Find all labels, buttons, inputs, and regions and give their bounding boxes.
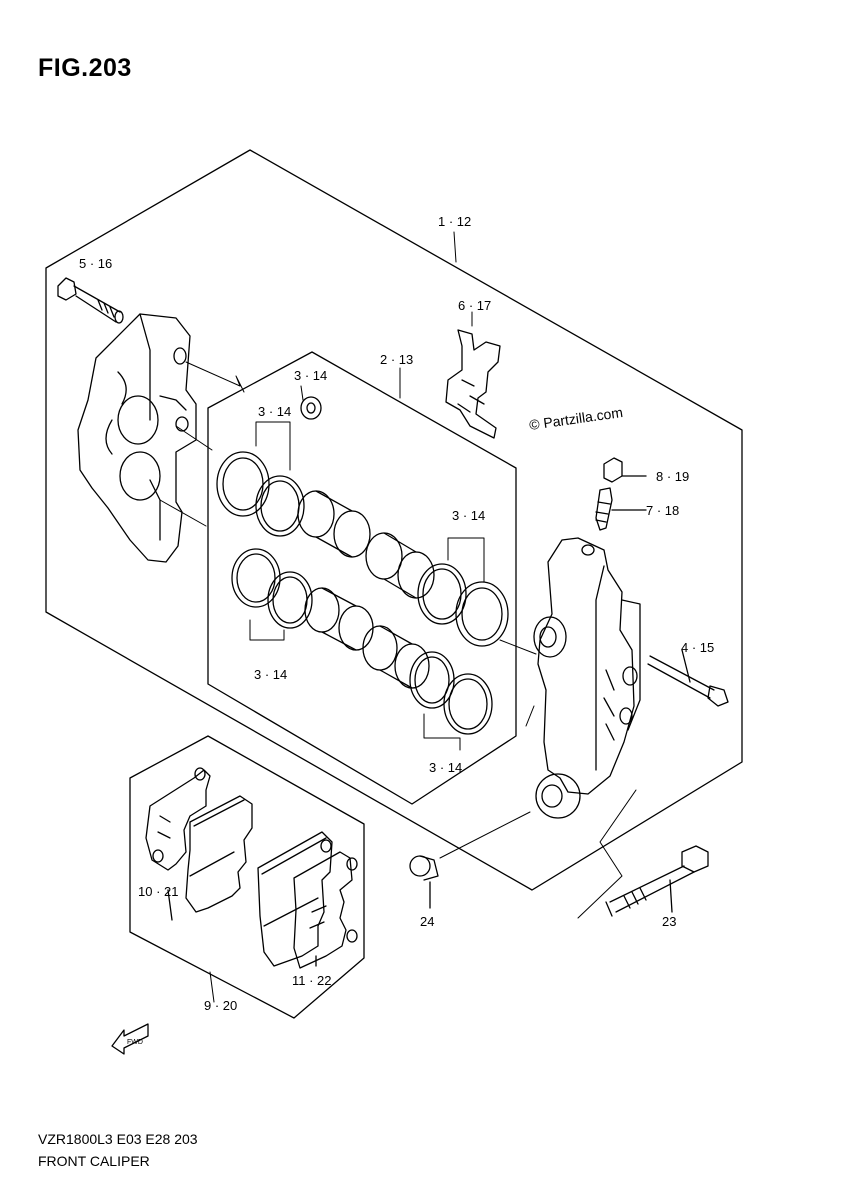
label-seal-small: 3 · 14 — [294, 368, 327, 383]
figure-title: FIG.203 — [38, 54, 132, 82]
brake-pad-left — [145, 767, 253, 921]
label-pad-spring: 6 · 17 — [458, 298, 491, 313]
fwd-label: FWD — [127, 1039, 143, 1046]
label-seal-set-d: 3 · 14 — [429, 760, 462, 775]
pistons — [297, 490, 435, 689]
footer: VZR1800L3 E03 E28 203 FRONT CALIPER — [38, 1128, 198, 1172]
label-caliper-assembly: 1 · 12 — [438, 214, 471, 229]
caliper-right-half — [533, 537, 641, 819]
assembly-outline — [45, 149, 743, 891]
pad-pin-4-15 — [647, 649, 729, 707]
mount-bolt-23 — [605, 845, 709, 917]
label-bleeder-cap: 8 · 19 — [656, 469, 689, 484]
label-pad-pin: 4 · 15 — [681, 640, 714, 655]
piston-kit-outline — [207, 351, 517, 805]
label-seal-set-b: 3 · 14 — [452, 508, 485, 523]
pad-set-outline — [129, 735, 365, 1019]
section-name: FRONT CALIPER — [38, 1153, 150, 1169]
piston-seals — [216, 451, 509, 735]
label-spacer: 24 — [420, 914, 434, 929]
label-piston-kit: 2 · 13 — [380, 352, 413, 367]
label-bleeder-valve: 7 · 18 — [646, 503, 679, 518]
fwd-arrow-icon: FWD — [111, 1023, 149, 1055]
label-mount-bolt: 23 — [662, 914, 676, 929]
label-pad-right: 11 · 22 — [292, 973, 332, 988]
label-pad-left: 10 · 21 — [138, 884, 178, 899]
pad-spring-6-17 — [445, 329, 501, 439]
model-code: VZR1800L3 E03 E28 203 — [38, 1131, 198, 1147]
spacer-24 — [409, 855, 439, 909]
label-pad-set: 9 · 20 — [204, 998, 237, 1013]
caliper-left-half — [77, 313, 197, 563]
bleeder-valve-7-18 — [595, 487, 647, 531]
seal-brackets — [249, 385, 485, 751]
bleeder-cap-8-19 — [603, 457, 647, 483]
watermark: © Partzilla.com — [528, 404, 624, 433]
label-seal-set-c: 3 · 14 — [254, 667, 287, 682]
brake-pad-right — [257, 831, 358, 969]
seal-small — [300, 396, 322, 420]
label-bolt-upper: 5 · 16 — [79, 256, 112, 271]
bolt-5-16 — [57, 277, 124, 324]
label-seal-set-a: 3 · 14 — [258, 404, 291, 419]
leader-lines — [159, 231, 637, 1003]
